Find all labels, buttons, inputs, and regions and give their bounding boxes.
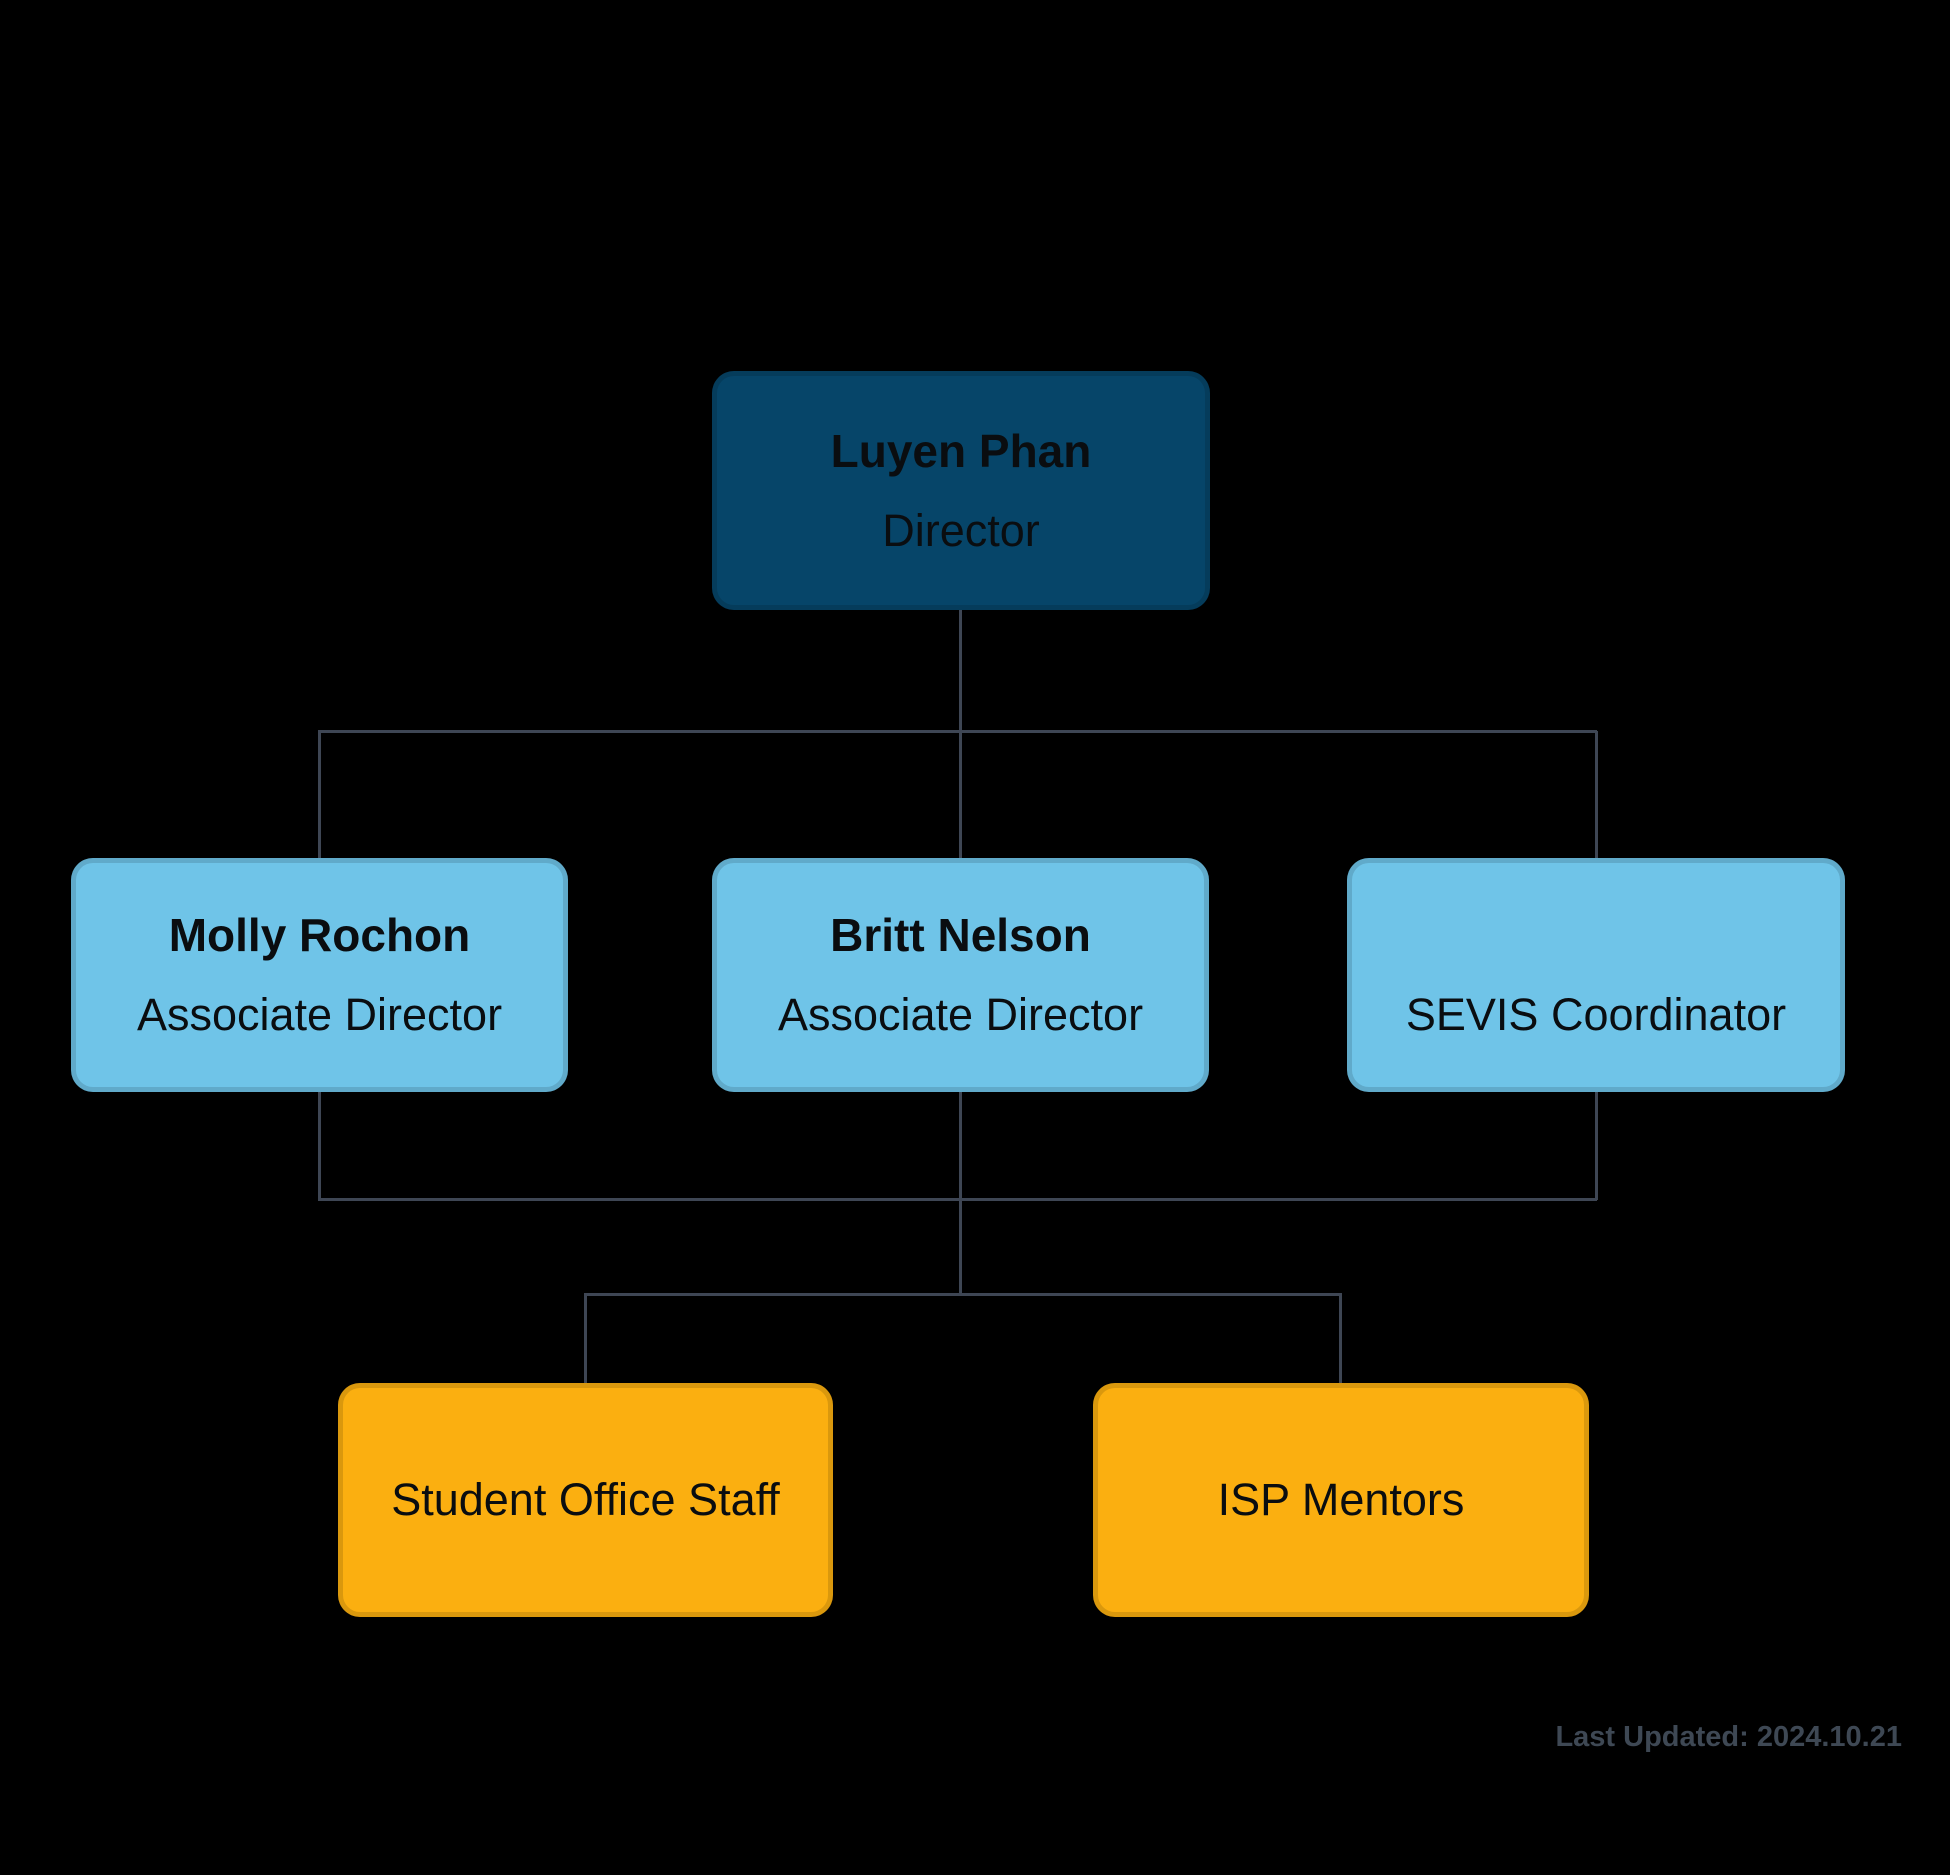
group-label: ISP Mentors [1217,1474,1465,1525]
person-name: Luyen Phan [830,424,1092,477]
connector-row2-bottom-bar [318,1198,1597,1201]
connector-to-britt [959,731,962,858]
org-node-associate-director-molly: Molly Rochon Associate Director [71,858,568,1092]
person-name: Britt Nelson [830,909,1091,961]
person-name: Molly Rochon [168,909,471,961]
org-node-sevis-coordinator: SEVIS Coordinator [1347,858,1845,1092]
connector-row2-top-bar [318,730,1597,733]
org-node-associate-director-britt: Britt Nelson Associate Director [712,858,1209,1092]
person-title: Associate Director [136,989,503,1040]
connector-molly-down [318,1092,321,1200]
connector-to-mentors [1339,1294,1342,1383]
connector-row3-top-bar [584,1293,1342,1296]
last-updated-text: Last Updated: 2024.10.21 [1555,1721,1902,1753]
connector-director-down [959,610,962,731]
connector-britt-down [959,1092,962,1295]
connector-sevis-down [1595,1092,1598,1200]
connector-to-molly [318,731,321,858]
person-title: Associate Director [777,989,1144,1040]
connector-to-staff [584,1294,587,1383]
person-title: Director [882,504,1040,556]
org-node-director: Luyen Phan Director [712,371,1210,610]
org-node-isp-mentors: ISP Mentors [1093,1383,1589,1617]
person-title: SEVIS Coordinator [1405,989,1787,1040]
group-label: Student Office Staff [391,1474,780,1525]
org-node-student-office-staff: Student Office Staff [338,1383,833,1617]
connector-to-sevis [1595,731,1598,858]
